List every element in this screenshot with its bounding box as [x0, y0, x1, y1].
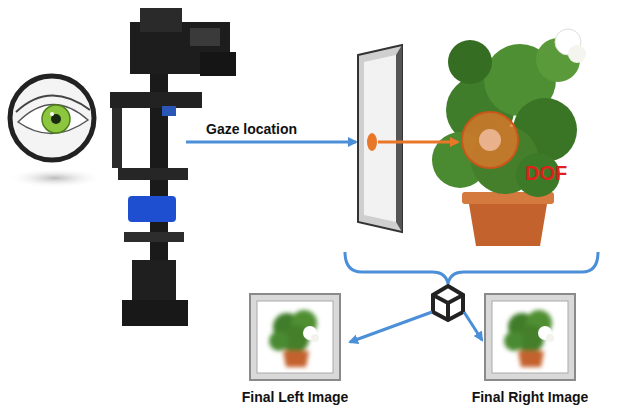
image-panel: Final Left Image: [239, 293, 352, 405]
unity-logo: [433, 286, 463, 320]
eye-tracker: [110, 8, 236, 326]
focus-arrow: [378, 141, 458, 144]
bracket: [345, 252, 598, 284]
eye-icon: [7, 76, 103, 188]
screen: [358, 45, 402, 232]
image-caption: Final Left Image: [242, 389, 349, 405]
plant: [432, 29, 586, 246]
gaze-arrow: [186, 141, 356, 144]
arrow-label: Gaze location: [206, 121, 297, 137]
image-frame: [249, 293, 341, 381]
output-arrow: [350, 312, 432, 342]
dof-label: DOF: [525, 162, 567, 185]
output-arrow: [464, 312, 482, 340]
image-caption: Final Right Image: [472, 389, 589, 405]
image-panel: Final Right Image: [469, 293, 592, 405]
image-frame: [484, 293, 576, 381]
